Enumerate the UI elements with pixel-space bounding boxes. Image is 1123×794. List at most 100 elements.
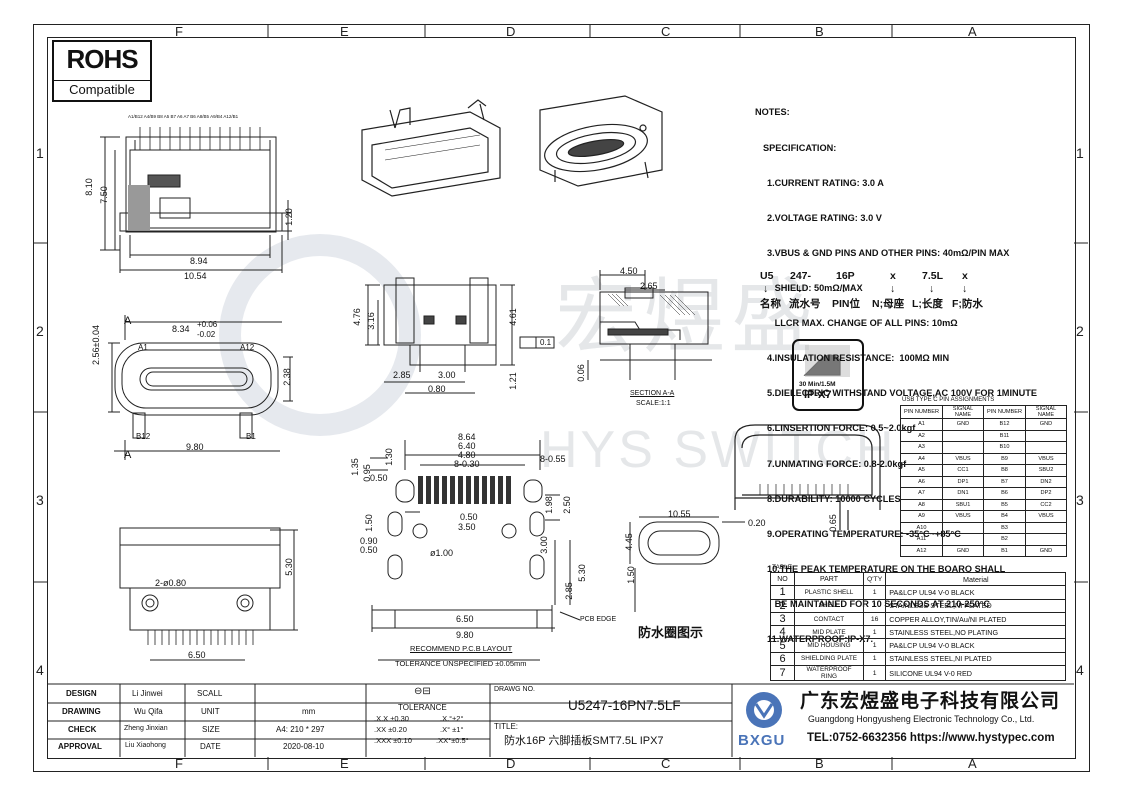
dim-label: 6.40	[458, 441, 476, 451]
label-approval: APPROVAL	[58, 742, 102, 751]
section-marker-a: A	[124, 449, 132, 461]
dim-label: 9.80	[456, 630, 474, 640]
value-date: 2020-08-10	[283, 742, 324, 751]
company-name-en: Guangdong Hongyusheng Electronic Technol…	[808, 714, 1035, 724]
table-cell: A6	[900, 475, 943, 488]
rohs-title: ROHS	[66, 44, 138, 74]
zone-left-1: 1	[36, 145, 44, 161]
pin-assignment-table: PIN NUMBER SIGNAL NAME PIN NUMBER SIGNAL…	[900, 405, 1067, 557]
table-cell: 5	[770, 638, 795, 653]
drawing-title: 防水16P 六脚插板SMT7.5L IPX7	[504, 735, 664, 747]
table-cell	[942, 521, 984, 534]
pin-table-title: USB TYPE C PIN ASSIGNMENTS	[902, 397, 995, 403]
table-cell: STAINLESS STEEL,NI PLATED	[885, 651, 1067, 667]
watermark-en: HYS SWITCH	[540, 421, 897, 479]
tolerance-row: .XX°±0.5°	[436, 736, 469, 745]
pcb-edge-label: PCB EDGE	[580, 616, 617, 623]
zone-top-a: A	[968, 24, 977, 39]
zone-bottom-b: B	[815, 756, 824, 771]
table-cell: B9	[983, 452, 1026, 465]
zone-left-3: 3	[36, 492, 44, 508]
dim-label: 10.54	[184, 271, 207, 281]
table-cell: A4	[900, 452, 943, 465]
table-cell: 6	[770, 651, 795, 667]
table-cell: GND	[942, 544, 984, 557]
zone-bottom-c: C	[661, 756, 671, 771]
field-unit: UNIT	[201, 707, 220, 716]
dim-label: 1.50	[363, 514, 374, 532]
company-contact: TEL:0752-6632356 https://www.hystypec.co…	[807, 732, 1055, 744]
dim-label: 3.00	[538, 536, 549, 554]
table-cell: B7	[983, 475, 1026, 488]
zone-right-2: 2	[1076, 323, 1084, 339]
section-title: SECTION A-A	[630, 390, 675, 397]
table-cell: A5	[900, 464, 943, 477]
dim-label: 3.16	[365, 312, 376, 330]
table-cell: DP1	[942, 475, 984, 488]
table-cell: 1	[862, 665, 887, 682]
dim-label: 5.30	[576, 564, 587, 582]
note-line: 5.DIELECTRIC WITHSTAND VOLTAGE,AC 100V F…	[767, 388, 1038, 399]
pn-meaning: 名称	[760, 298, 781, 310]
pin-label: A1	[138, 343, 148, 352]
table-cell: A7	[900, 487, 943, 500]
dim-label: 7.50	[98, 186, 109, 204]
table-cell: A8	[900, 498, 943, 511]
name-check: Zheng Jinxian	[124, 725, 168, 732]
table-cell: VBUS	[1025, 452, 1067, 465]
dim-label: 8.10	[83, 178, 94, 196]
table-cell: B11	[983, 429, 1026, 442]
drawing-inner-frame	[47, 37, 1076, 759]
dim-label: 0.06	[575, 364, 586, 382]
dim-label: 6.50	[188, 650, 206, 660]
dim-label: 2-ø0.80	[155, 578, 187, 588]
materials-title: TABLE:	[772, 564, 794, 571]
pn-meaning: N;母座	[872, 298, 905, 310]
table-cell	[1025, 429, 1067, 442]
table-cell: B6	[983, 487, 1026, 500]
pn-seg-4: 7.5L	[922, 270, 944, 282]
zone-bottom-d: D	[506, 756, 516, 771]
zone-top-b: B	[815, 24, 824, 39]
zone-top-f: F	[175, 24, 183, 39]
table-cell: SILICONE UL94 V-0 RED	[885, 665, 1067, 682]
spec-heading: SPECIFICATION:	[763, 142, 837, 153]
dim-label: 1.35	[349, 458, 360, 476]
zone-right-3: 3	[1076, 492, 1084, 508]
pin-label: A12	[240, 343, 255, 352]
table-cell: A12	[900, 544, 943, 557]
table-cell: B2	[983, 533, 1026, 546]
zone-right-1: 1	[1076, 145, 1084, 161]
table-cell: STAINLESS STEEL,NO PLATING	[885, 625, 1067, 640]
drawing-outer-frame	[33, 24, 1090, 772]
title-label: TITLE:	[494, 722, 519, 731]
pn-meaning: L;长度	[912, 298, 943, 310]
table-cell: 1	[770, 585, 795, 600]
table-header-row: NO PART Q'TY Material	[770, 571, 1067, 587]
table-cell: DN1	[942, 487, 984, 500]
dim-label: 2.85	[393, 370, 411, 380]
field-scale: SCALL	[197, 689, 223, 698]
table-cell: MID HOUSING	[794, 638, 864, 653]
pn-arrow: ↓	[763, 283, 769, 295]
drawing-number: U5247-16PN7.5LF	[568, 698, 681, 713]
pcb-tolerance: TOLERANCE UNSPECIFIED ±0.05mm	[395, 659, 527, 668]
company-logo-text: BXGU	[738, 732, 786, 749]
dim-label: 1.98	[543, 496, 554, 514]
table-cell: 4	[770, 625, 795, 640]
table-cell: PA&LCP UL94 V-0 BLACK	[885, 585, 1067, 600]
notes-heading: NOTES:	[755, 107, 790, 118]
pn-arrow: ↓	[929, 283, 935, 295]
table-cell	[1025, 533, 1067, 546]
zone-left-2: 2	[36, 323, 44, 339]
table-cell: A9	[900, 510, 943, 523]
table-header: PIN NUMBER	[983, 405, 1026, 419]
